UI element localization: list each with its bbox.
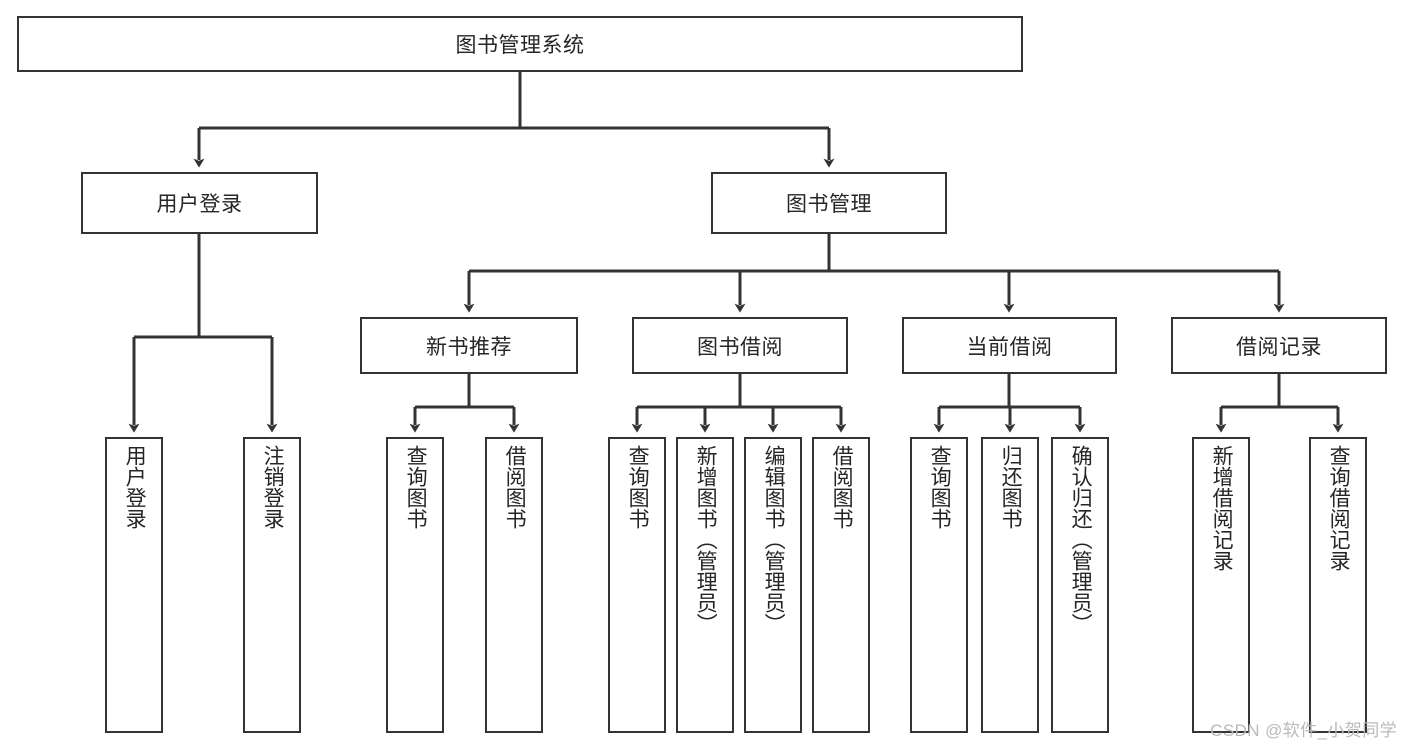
leaf-current-confirm-return-label: 确认归还（管理员） [1069, 445, 1093, 634]
watermark: CSDN @软件_小贺同学 [1210, 721, 1397, 740]
node-book-management[interactable]: 图书管理 [711, 172, 947, 234]
node-current-borrow[interactable]: 当前借阅 [902, 317, 1117, 374]
edge-current-bus [939, 374, 1080, 409]
leaf-current-query-book[interactable]: 查询图书 [910, 437, 968, 733]
leaf-borrow-borrow-book[interactable]: 借阅图书 [812, 437, 870, 733]
leaf-user-login-logout[interactable]: 注销登录 [243, 437, 301, 733]
node-new-book-recommend-label: 新书推荐 [426, 335, 512, 359]
edge-root-bus [199, 72, 829, 130]
leaf-borrow-add-book[interactable]: 新增图书（管理员） [676, 437, 734, 733]
leaf-borrow-query-book-label: 查询图书 [626, 445, 650, 529]
node-borrow-records[interactable]: 借阅记录 [1171, 317, 1387, 374]
node-borrow-records-label: 借阅记录 [1236, 335, 1322, 359]
leaf-borrow-edit-book[interactable]: 编辑图书（管理员） [744, 437, 802, 733]
leaf-current-return-book-label: 归还图书 [999, 445, 1023, 529]
node-current-borrow-label: 当前借阅 [966, 335, 1053, 359]
leaf-records-add-record-label: 新增借阅记录 [1210, 445, 1234, 571]
leaf-new-book-borrow-label: 借阅图书 [503, 445, 527, 529]
leaf-records-query-record[interactable]: 查询借阅记录 [1309, 437, 1367, 733]
edge-book-mgmt-bus [469, 234, 1279, 273]
leaf-user-login-login[interactable]: 用户登录 [105, 437, 163, 733]
node-new-book-recommend[interactable]: 新书推荐 [360, 317, 578, 374]
leaf-records-query-record-label: 查询借阅记录 [1327, 445, 1351, 571]
leaf-borrow-borrow-book-label: 借阅图书 [830, 445, 854, 529]
node-book-management-label: 图书管理 [786, 193, 872, 216]
edge-user-login-bus [134, 234, 272, 339]
leaf-new-book-query[interactable]: 查询图书 [386, 437, 444, 733]
node-user-login[interactable]: 用户登录 [81, 172, 318, 234]
leaf-borrow-add-book-label: 新增图书（管理员） [694, 445, 718, 634]
leaf-current-return-book[interactable]: 归还图书 [981, 437, 1039, 733]
node-book-borrow[interactable]: 图书借阅 [632, 317, 848, 374]
edge-borrow-bus [637, 374, 841, 409]
node-root[interactable]: 图书管理系统 [17, 16, 1023, 72]
leaf-user-login-login-label: 用户登录 [123, 445, 147, 529]
node-user-login-label: 用户登录 [156, 193, 243, 216]
leaf-current-confirm-return[interactable]: 确认归还（管理员） [1051, 437, 1109, 733]
leaf-new-book-borrow[interactable]: 借阅图书 [485, 437, 543, 733]
leaf-new-book-query-label: 查询图书 [404, 445, 428, 529]
leaf-records-add-record[interactable]: 新增借阅记录 [1192, 437, 1250, 733]
node-book-borrow-label: 图书借阅 [697, 335, 783, 359]
node-root-label: 图书管理系统 [455, 34, 585, 57]
leaf-current-query-book-label: 查询图书 [928, 445, 952, 529]
edge-records-bus [1221, 374, 1338, 409]
leaf-borrow-edit-book-label: 编辑图书（管理员） [762, 445, 786, 634]
leaf-borrow-query-book[interactable]: 查询图书 [608, 437, 666, 733]
edge-new-book-bus [415, 374, 514, 409]
leaf-user-login-logout-label: 注销登录 [261, 445, 285, 529]
